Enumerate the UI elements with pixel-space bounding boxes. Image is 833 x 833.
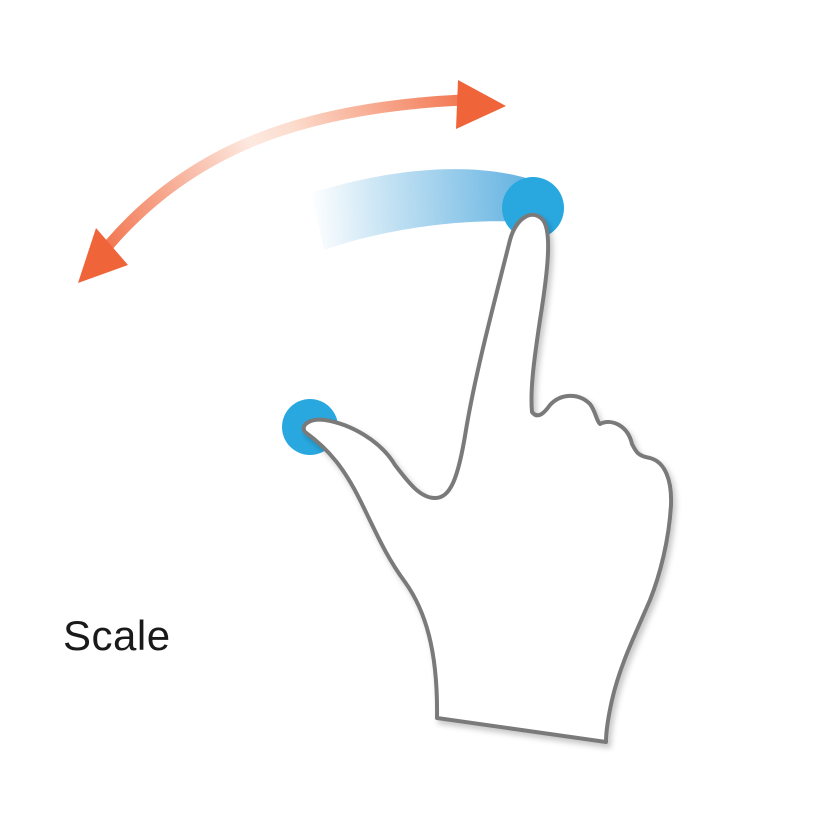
arrow-head-left	[78, 228, 128, 283]
arrow-head-right	[456, 80, 506, 129]
arrow-shaft	[102, 94, 468, 252]
motion-trail	[312, 169, 526, 250]
hand-outline-icon	[301, 212, 674, 744]
gesture-caption: Scale	[63, 612, 171, 659]
double-headed-curved-arrow-icon	[78, 80, 506, 283]
